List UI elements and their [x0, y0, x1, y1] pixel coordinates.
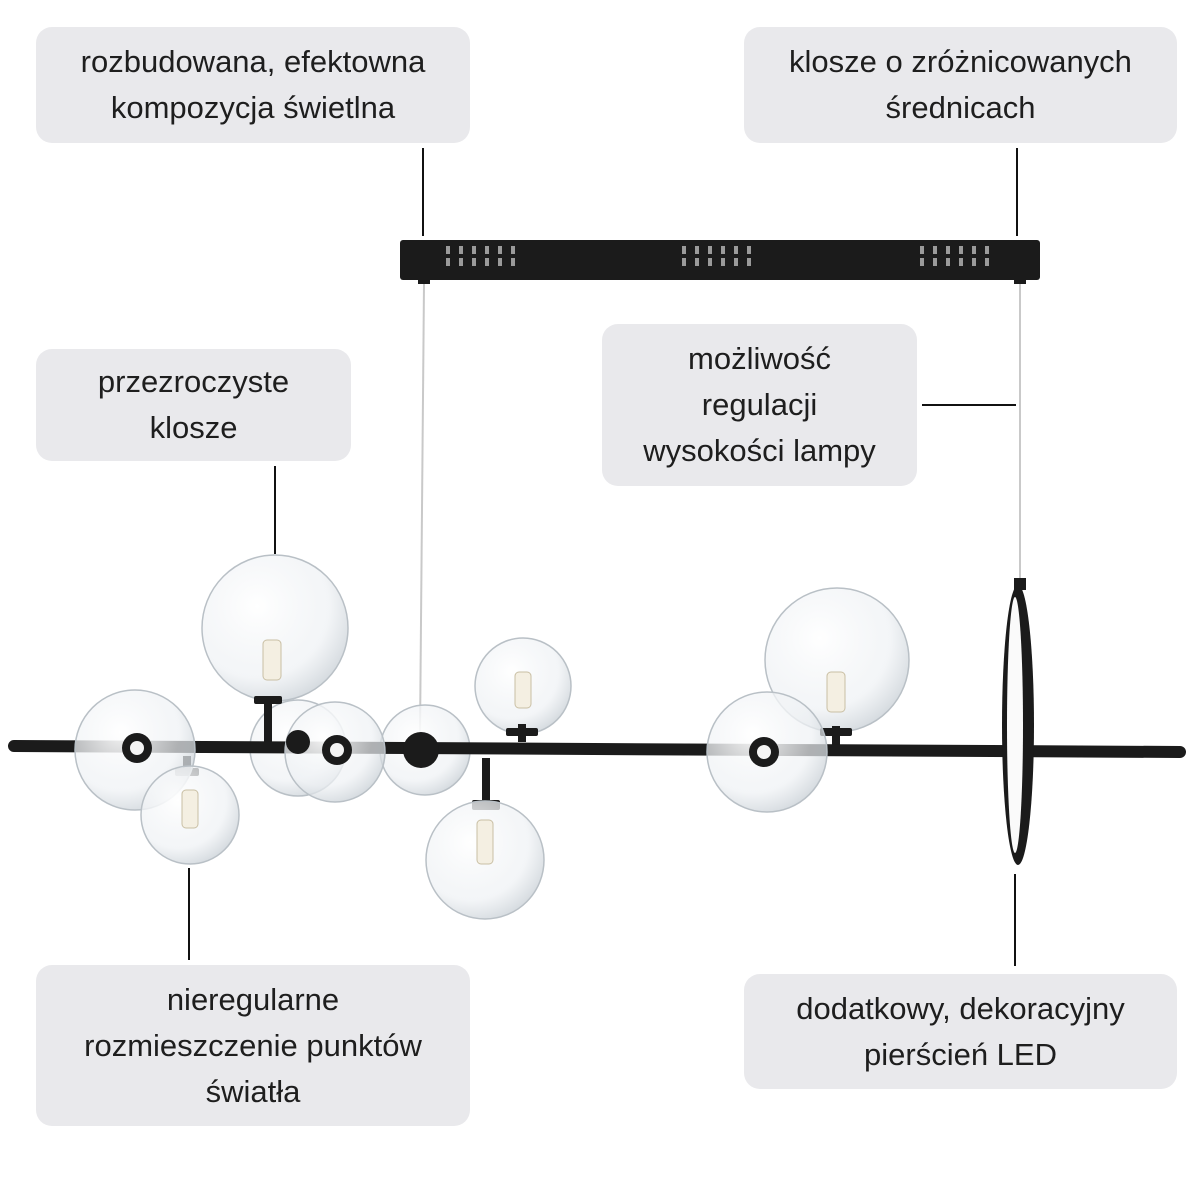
annotation-line: rozbudowana, efektowna — [80, 44, 426, 79]
annotation-line: wysokości lampy — [643, 433, 876, 468]
lamp-sockets — [122, 730, 779, 767]
annotation-line: nieregularne — [166, 981, 340, 1017]
main-bar — [8, 740, 1186, 758]
annotation-line: światła — [205, 1073, 301, 1109]
annotation-line: możliwość — [688, 341, 831, 376]
bulbs-back — [262, 639, 846, 713]
annotation-line: kompozycja świetlna — [110, 90, 396, 125]
annotation-line: pierścień LED — [864, 1036, 1057, 1072]
suspension-wires — [419, 283, 1021, 736]
leader-line-composition — [422, 148, 424, 236]
bulbs-front — [181, 789, 494, 865]
annotation-height-adjust: możliwość regulacji wysokości lampy — [602, 324, 917, 486]
led-ring — [1002, 578, 1034, 865]
leader-line-led-ring — [1014, 874, 1016, 966]
annotation-line: średnicach — [885, 90, 1036, 125]
annotation-diameters: klosze o zróżnicowanych średnicach — [744, 27, 1177, 143]
annotation-line: klosze — [149, 410, 238, 445]
annotation-irregular: nieregularne rozmieszczenie punktów świa… — [36, 965, 470, 1126]
annotation-led-ring: dodatkowy, dekoracyjny pierścień LED — [744, 974, 1177, 1089]
central-hub — [403, 732, 439, 768]
leader-line-irregular — [188, 868, 190, 960]
annotation-clear-shades: przezroczyste klosze — [36, 349, 351, 461]
annotation-line: klosze o zróżnicowanych — [789, 44, 1132, 79]
annotation-line: przezroczyste — [97, 364, 290, 399]
annotation-composition: rozbudowana, efektowna kompozycja świetl… — [36, 27, 470, 143]
leader-line-height-adjust — [922, 404, 1016, 406]
leader-line-diameters — [1016, 148, 1018, 236]
annotation-line: regulacji — [701, 387, 818, 422]
annotation-line: dodatkowy, dekoracyjny — [796, 990, 1125, 1026]
ceiling-canopy — [400, 240, 1040, 284]
annotation-line: rozmieszczenie punktów — [84, 1027, 422, 1063]
leader-line-clear-shades — [274, 466, 276, 554]
